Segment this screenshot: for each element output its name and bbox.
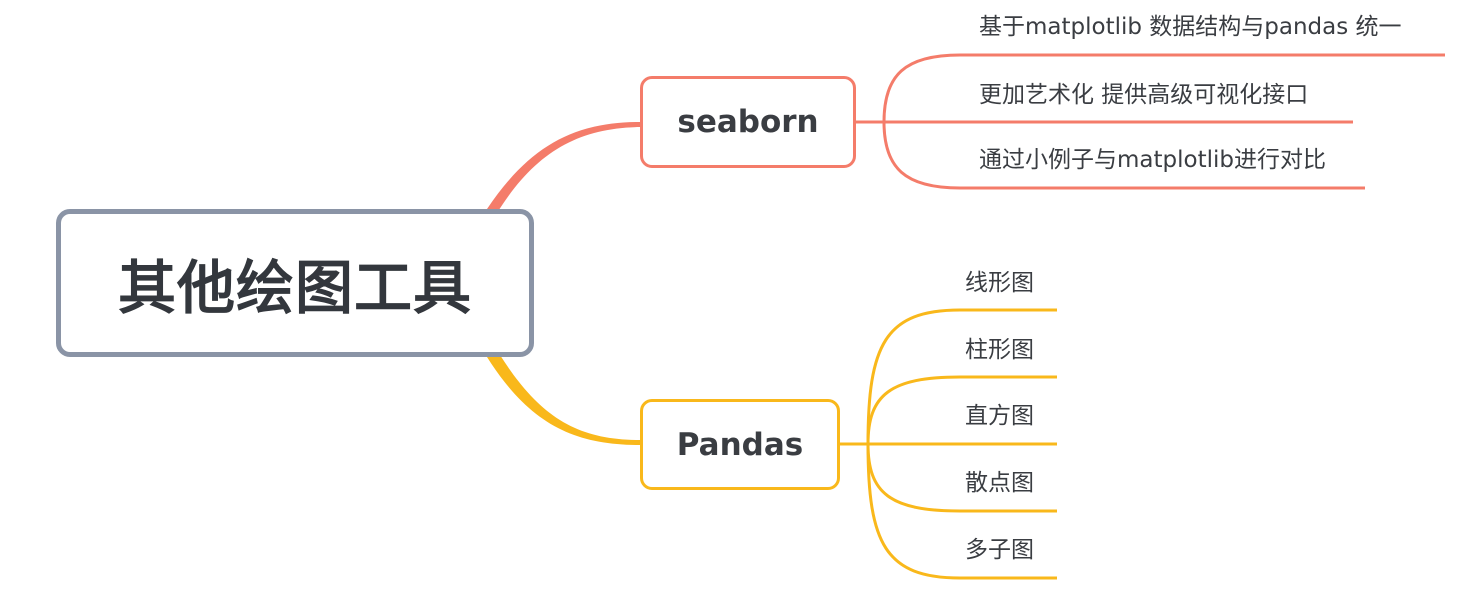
pandas-leaf-connectors bbox=[840, 308, 1057, 580]
seaborn-subtopic-2[interactable]: 更加艺术化 提供高级可视化接口 bbox=[979, 82, 1309, 108]
root-seaborn-connector bbox=[487, 122, 640, 213]
seaborn-subtopic-3[interactable]: 通过小例子与matplotlib进行对比 bbox=[979, 147, 1326, 173]
root-topic-label: 其他绘图工具 bbox=[117, 254, 472, 322]
root-topic[interactable]: 其他绘图工具 bbox=[56, 209, 534, 357]
pandas-subtopic-3[interactable]: 直方图 bbox=[965, 403, 1034, 429]
root-pandas-connector bbox=[487, 355, 640, 445]
seaborn-subtopic-1[interactable]: 基于matplotlib 数据结构与pandas 统一 bbox=[979, 14, 1402, 40]
seaborn-leaf-connectors bbox=[856, 53, 1445, 190]
topic-seaborn-label: seaborn bbox=[677, 104, 819, 140]
topic-seaborn[interactable]: seaborn bbox=[640, 76, 856, 168]
pandas-leaf-connector-5 bbox=[866, 443, 1057, 580]
pandas-subtopic-2[interactable]: 柱形图 bbox=[965, 337, 1034, 363]
pandas-subtopic-5[interactable]: 多子图 bbox=[965, 537, 1034, 563]
topic-pandas-label: Pandas bbox=[676, 426, 804, 463]
pandas-subtopic-4[interactable]: 散点图 bbox=[965, 470, 1034, 496]
pandas-leaf-connector-2 bbox=[866, 375, 1057, 445]
pandas-leaf-connector-1 bbox=[866, 308, 1057, 445]
pandas-subtopic-1[interactable]: 线形图 bbox=[965, 270, 1034, 296]
seaborn-leaf-connector-1 bbox=[882, 53, 1445, 123]
seaborn-leaf-connector-3 bbox=[882, 121, 1365, 190]
topic-pandas[interactable]: Pandas bbox=[640, 399, 840, 490]
